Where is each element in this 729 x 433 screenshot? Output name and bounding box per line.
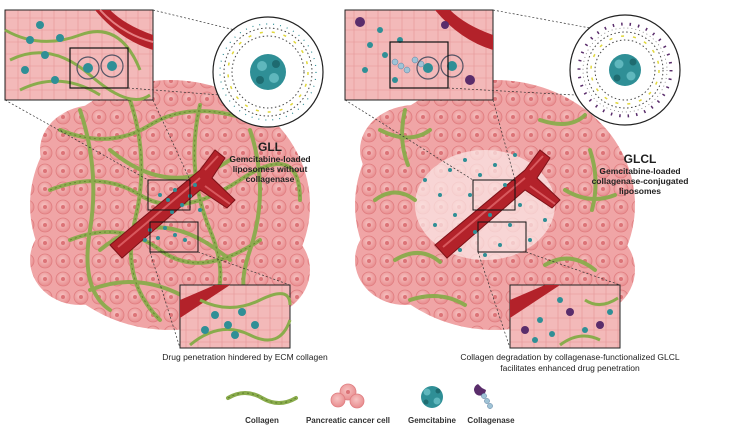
right-caption-line: facilitates enhanced drug penetration (500, 363, 640, 373)
gll-title: GLL (258, 140, 282, 154)
legend-label-cancer-cell: Pancreatic cancer cell (305, 416, 391, 425)
gemcitabine-cluster-icon (421, 386, 443, 408)
right-caption: Collagen degradation by collagenase-func… (430, 352, 710, 374)
left-panel (4, 9, 324, 349)
collagen-fiber-icon (226, 391, 298, 405)
right-collagen-fragments (373, 108, 617, 312)
legend (226, 383, 493, 409)
right-top-inset (344, 9, 494, 101)
right-caption-line: Collagen degradation by collagenase-func… (460, 352, 680, 362)
legend-label-gemcitabine: Gemcitabine (407, 416, 456, 425)
left-bottom-inset (179, 284, 292, 349)
glcl-liposome-diagram (569, 14, 681, 126)
gll-subtitle: Gemcitabine-loaded liposomes without col… (212, 154, 328, 184)
glcl-subtitle-line: collagenase-conjugated (591, 176, 689, 186)
cancer-cell-icon (330, 383, 365, 409)
gll-subtitle-line: Gemcitabine-loaded (229, 154, 311, 164)
glcl-subtitle: Gemcitabine-loaded collagenase-conjugate… (575, 166, 705, 196)
left-region-box-lower (149, 221, 199, 253)
glcl-title: GLCL (623, 152, 657, 166)
left-gemcitabine-dots (143, 183, 202, 242)
left-top-inset (4, 9, 154, 101)
right-gemcitabine-dots (423, 153, 547, 257)
left-caption: Drug penetration hindered by ECM collage… (130, 352, 360, 363)
right-panel (344, 9, 681, 349)
gll-subtitle-line: liposomes without (232, 164, 308, 174)
right-bottom-inset (509, 284, 621, 349)
legend-label-collagen: Collagen (245, 416, 279, 425)
left-region-box-upper (147, 179, 191, 211)
left-blood-vessel (109, 149, 236, 259)
glcl-subtitle-line: liposomes (618, 186, 662, 196)
collagenase-icon (474, 384, 493, 409)
right-blood-vessel (434, 149, 561, 259)
glcl-subtitle-line: Gemcitabine-loaded (599, 166, 681, 176)
legend-label-collagenase: Collagenase (467, 416, 515, 425)
gll-liposome-diagram (212, 16, 324, 128)
left-caption-line: Drug penetration hindered by ECM collage… (162, 352, 328, 362)
right-region-box-upper (472, 179, 516, 211)
gll-subtitle-line: collagenase (245, 174, 295, 184)
right-region-box-lower (477, 221, 527, 253)
